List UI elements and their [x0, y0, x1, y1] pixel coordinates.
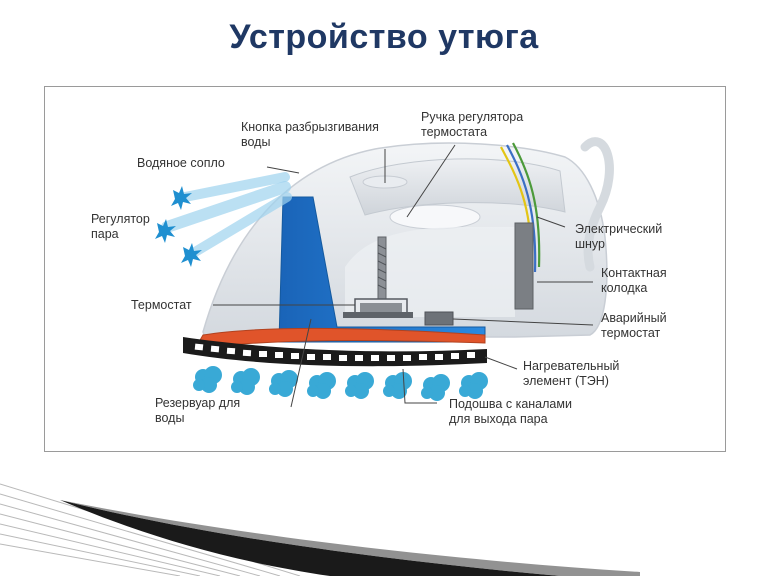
decorative-swoosh [0, 483, 640, 576]
label-spray-button-line1: Кнопка разбрызгивания [241, 120, 379, 134]
leader-reservoir [290, 318, 312, 408]
label-water-nozzle: Водяное сопло [137, 156, 225, 170]
label-reservoir-line2: воды [155, 411, 184, 425]
label-emergency-line2: термостат [601, 326, 661, 340]
leader-emergency [452, 318, 594, 326]
diagram-labels: Кнопка разбрызгивания воды Ручка регулят… [91, 110, 667, 426]
soleplate [183, 337, 487, 367]
leader-heater [484, 356, 518, 370]
leader-lines [213, 144, 594, 408]
label-heater-line1: Нагревательный [523, 359, 619, 373]
label-steam-regulator-line1: Регулятор [91, 212, 150, 226]
iron-diagram: Кнопка разбрызгивания воды Ручка регулят… [91, 110, 667, 426]
emergency-thermostat [424, 311, 454, 326]
leader-water-nozzle [266, 166, 300, 174]
label-thermostat-knob-line1: Ручка регулятора [421, 110, 523, 124]
leader-soleplate [402, 368, 437, 404]
leader-thermostat-knob [406, 144, 456, 218]
contact-block [514, 222, 534, 310]
iron-diagram-frame: Кнопка разбрызгивания воды Ручка регулят… [44, 86, 726, 452]
steam-clouds [193, 366, 488, 401]
thermostat-assembly [343, 298, 413, 318]
label-contact-block-line2: колодка [601, 281, 647, 295]
label-soleplate-line1: Подошва с каналами [449, 397, 572, 411]
label-contact-block-line1: Контактная [601, 266, 667, 280]
label-emergency-line1: Аварийный [601, 311, 667, 325]
thermostat-rod [377, 236, 387, 300]
label-steam-regulator-line2: пара [91, 227, 119, 241]
page-title: Устройство утюга [229, 18, 539, 56]
heating-element [194, 327, 486, 350]
label-cord-line1: Электрический [575, 222, 662, 236]
iron-body [202, 142, 608, 338]
label-thermostat-knob-line2: термостата [421, 125, 487, 139]
water-spray [155, 172, 292, 267]
label-heater-line2: элемент (ТЭН) [523, 374, 609, 388]
label-cord-line2: шнур [575, 237, 605, 251]
label-spray-button-line2: воды [241, 135, 270, 149]
label-soleplate-line2: для выхода пара [449, 412, 548, 426]
label-thermostat: Термостат [131, 298, 192, 312]
label-reservoir-line1: Резервуар для [155, 396, 240, 410]
leader-cord [536, 216, 566, 228]
power-cord [500, 137, 614, 273]
